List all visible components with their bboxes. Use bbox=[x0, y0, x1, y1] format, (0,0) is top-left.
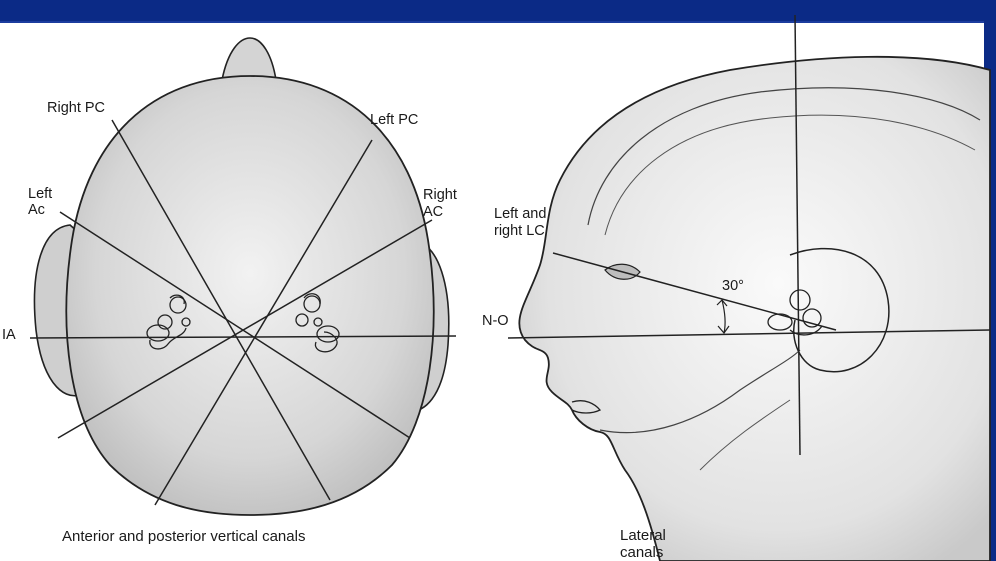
label-angle: 30° bbox=[722, 278, 744, 294]
label-lc-line2: right LC bbox=[494, 223, 545, 239]
label-no: N-O bbox=[482, 313, 509, 329]
label-ia: IA bbox=[2, 327, 16, 343]
head-outline bbox=[66, 76, 433, 515]
label-left-ac-line1: Left bbox=[28, 186, 52, 202]
label-right-ac-line1: Right bbox=[423, 187, 457, 203]
side-view-head bbox=[519, 57, 990, 561]
label-left-ac-line2: Ac bbox=[28, 202, 45, 218]
caption-left: Anterior and posterior vertical canals bbox=[62, 528, 305, 545]
label-left-pc: Left PC bbox=[370, 112, 418, 128]
caption-right-line2: canals bbox=[620, 544, 663, 561]
label-lc-line1: Left and bbox=[494, 206, 546, 222]
label-right-ac-line2: AC bbox=[423, 204, 443, 220]
label-right-pc: Right PC bbox=[47, 100, 105, 116]
caption-right-line1: Lateral bbox=[620, 527, 666, 544]
nose-bump bbox=[222, 38, 276, 80]
side-head-outline bbox=[519, 57, 990, 561]
